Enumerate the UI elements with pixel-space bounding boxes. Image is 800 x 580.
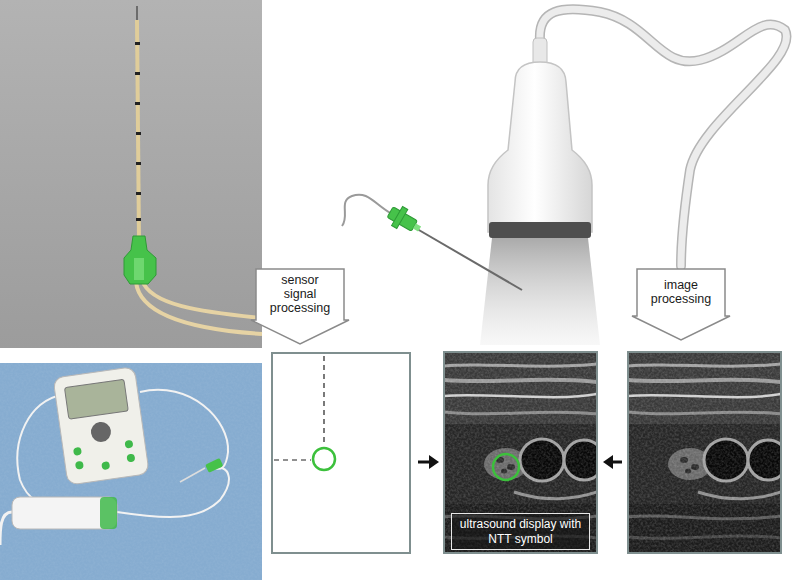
hub-highlight xyxy=(134,258,144,280)
unit-button xyxy=(73,447,82,456)
depth-mark xyxy=(135,42,140,45)
process-label: sensor signal processing xyxy=(270,273,330,315)
unit-button xyxy=(126,454,135,463)
arrow-shaft xyxy=(612,461,622,464)
sensor-wire xyxy=(342,195,392,226)
display-frame xyxy=(444,352,597,553)
needle-tip xyxy=(136,6,138,22)
unit-button xyxy=(75,461,84,470)
unit-housing xyxy=(53,367,149,485)
image-frame xyxy=(628,352,781,553)
sensor-module xyxy=(12,497,117,529)
arrow-head xyxy=(429,455,439,469)
needle-hub xyxy=(124,236,156,284)
unit-button xyxy=(124,440,133,449)
label-box: ultrasound display with NTT symbol xyxy=(451,513,590,550)
depth-mark xyxy=(136,192,141,195)
needle-hub xyxy=(385,202,425,238)
depth-mark xyxy=(136,218,141,221)
crosshair-line xyxy=(274,459,311,460)
depth-mark xyxy=(136,162,141,165)
unit-display xyxy=(64,379,128,419)
cable xyxy=(140,390,228,469)
process-arrow: sensor signal processing xyxy=(250,268,350,345)
hub-body xyxy=(387,207,417,231)
probe-face xyxy=(489,222,591,238)
needle-shaft xyxy=(180,468,205,482)
process-arrow: image processing xyxy=(631,268,731,341)
tube xyxy=(136,282,262,334)
drape-texture xyxy=(0,363,262,580)
control-unit xyxy=(53,367,149,485)
cable xyxy=(17,395,62,502)
cable xyxy=(0,512,12,545)
crosshair-line xyxy=(323,356,324,446)
needle-shaft xyxy=(137,20,139,242)
hub-wing xyxy=(392,206,408,228)
ultrasound-image xyxy=(628,352,788,553)
process-label: image processing xyxy=(651,278,711,306)
sensor-band xyxy=(100,497,117,529)
depth-mark xyxy=(135,102,140,105)
arrow-outline xyxy=(251,269,349,344)
needle-shaft xyxy=(412,226,522,290)
hub-tip xyxy=(413,223,421,231)
device-photo xyxy=(0,363,262,580)
arrow-shaft xyxy=(418,461,430,464)
display-label: ultrasound display with NTT symbol xyxy=(458,517,583,546)
arrow-outline xyxy=(632,269,730,340)
ultrasound-beam xyxy=(480,238,600,345)
ultrasound-display xyxy=(444,352,604,553)
unit-knob xyxy=(90,421,113,444)
needle-photo xyxy=(0,0,262,348)
depth-mark xyxy=(136,132,141,135)
depth-mark xyxy=(135,72,140,75)
ultrasound-probe xyxy=(488,62,592,232)
arrow-head xyxy=(603,455,613,469)
unit-button xyxy=(101,461,110,470)
sensor-panel xyxy=(272,353,410,553)
needle-hub xyxy=(205,458,223,473)
ntt-symbol xyxy=(493,454,519,480)
ntt-symbol xyxy=(313,448,335,470)
